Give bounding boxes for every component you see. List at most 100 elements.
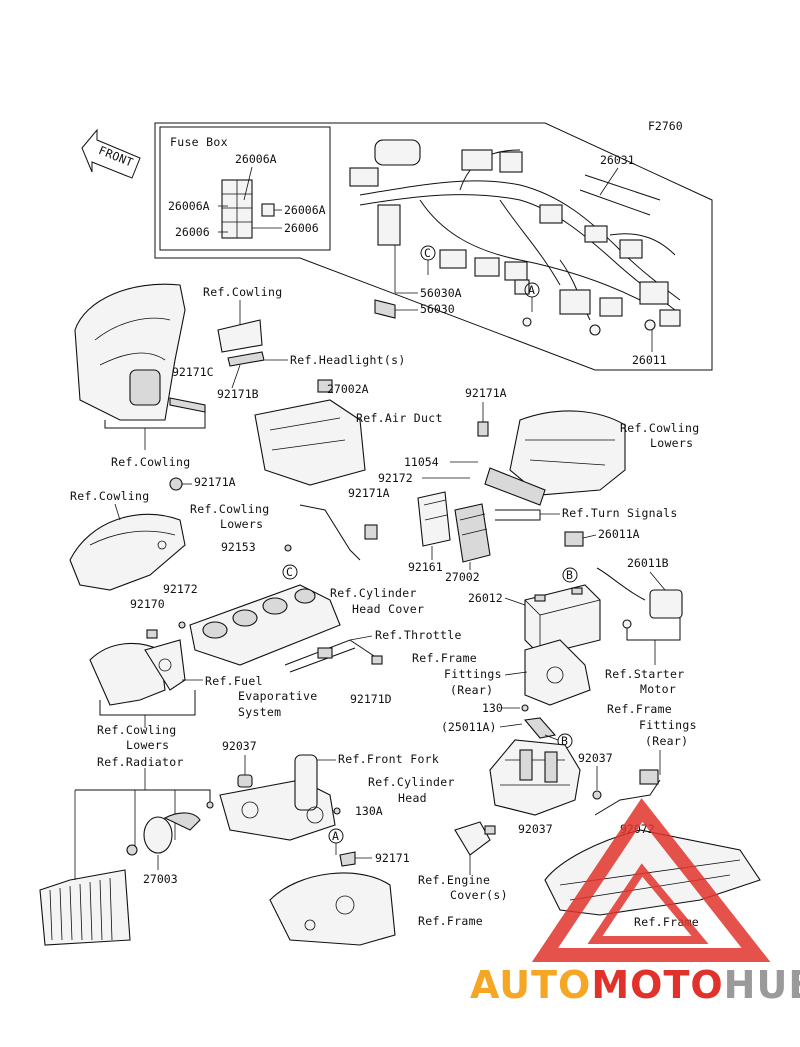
- bolt-130A: [333, 807, 341, 815]
- part-92171: 92171: [375, 851, 410, 865]
- part-25011A: (25011A): [441, 720, 496, 734]
- bolt-92153: [284, 544, 292, 552]
- nut-92170: [146, 629, 158, 639]
- ref-cowling-top: Ref.Cowling: [203, 285, 282, 299]
- ref-throttle: Ref.Throttle: [375, 628, 462, 642]
- ref-cowling-lowers-2b: Lowers: [220, 517, 263, 531]
- callout-c-top: C: [420, 245, 436, 261]
- relay-26011A: [564, 531, 584, 547]
- part-56030A: 56030A: [420, 286, 462, 300]
- bracket-92171A-mid: [299, 504, 378, 561]
- part-26006A-top: 26006A: [235, 152, 277, 166]
- front-arrow-icon: [81, 128, 141, 179]
- part-26006-right: 26006: [284, 221, 319, 235]
- part-26006A-right: 26006A: [284, 203, 326, 217]
- part-130: 130: [482, 701, 503, 715]
- ecu-27002: [454, 503, 491, 563]
- part-92171B: 92171B: [217, 387, 259, 401]
- callout-b-top: B: [562, 567, 578, 583]
- ref-frame-fittings-1c: (Rear): [450, 683, 493, 697]
- ref-frame-fittings-1a: Ref.Frame: [412, 651, 477, 665]
- part-56030: 56030: [420, 302, 455, 316]
- ecu-92161: [417, 491, 451, 547]
- ref-air-duct: Ref.Air Duct: [356, 411, 443, 425]
- steering-stem-part: [219, 754, 336, 841]
- ref-turn-signals: Ref.Turn Signals: [562, 506, 678, 520]
- grommet-92171A-left: [169, 477, 183, 491]
- part-92037-left: 92037: [222, 739, 257, 753]
- wiring-harness-frame: [154, 122, 713, 371]
- clip-92171: [339, 851, 356, 867]
- ref-frame-fittings-1b: Fittings: [444, 667, 502, 681]
- fuel-evap-bracket-part: [89, 639, 186, 706]
- ref-fuel-a: Ref.Fuel: [205, 674, 263, 688]
- watermark-text: AUTOMOTOHUB: [470, 963, 800, 1007]
- part-92171A-left: 92171A: [194, 475, 236, 489]
- ref-front-fork: Ref.Front Fork: [338, 752, 439, 766]
- fuse-box-part: [221, 179, 275, 239]
- ref-cowling-mid: Ref.Cowling: [111, 455, 190, 469]
- figure-code: F2760: [648, 119, 683, 133]
- ref-frame-fittings-2c: (Rear): [645, 734, 688, 748]
- ref-cowling-lowers-1a: Ref.Cowling: [620, 421, 699, 435]
- svg-text:C: C: [424, 246, 431, 260]
- cylinder-head-part: [489, 739, 581, 816]
- watermark-logo: [531, 798, 771, 962]
- svg-text:C: C: [286, 565, 293, 579]
- engine-cover-part: [454, 821, 496, 856]
- ref-headlight: Ref.Headlight(s): [290, 353, 406, 367]
- ref-cowling-lowers-3b: Lowers: [126, 738, 169, 752]
- ref-cyl-head-b: Head: [398, 791, 427, 805]
- part-26011: 26011: [632, 353, 667, 367]
- part-11054: 11054: [404, 455, 439, 469]
- battery-26012: [524, 584, 601, 656]
- part-130A: 130A: [355, 804, 383, 818]
- svg-text:B: B: [561, 734, 568, 748]
- radiator-part: [39, 869, 131, 946]
- callout-a-top: A: [524, 282, 540, 298]
- part-26011B: 26011B: [627, 556, 669, 570]
- part-26011A: 26011A: [598, 527, 640, 541]
- ref-cowling-lowers-3a: Ref.Cowling: [97, 723, 176, 737]
- grommet-92037-left: [237, 774, 253, 788]
- svg-text:B: B: [566, 568, 573, 582]
- part-92037-bottom: 92037: [518, 822, 553, 836]
- ref-fuel-b: Evaporative: [238, 689, 317, 703]
- ref-starter-b: Motor: [640, 682, 676, 696]
- ref-cyl-head-a: Ref.Cylinder: [368, 775, 455, 789]
- cylinder-head-cover-part: [189, 584, 341, 666]
- part-92172-mid: 92172: [378, 471, 413, 485]
- part-92161: 92161: [408, 560, 443, 574]
- callout-c-mid: C: [282, 564, 298, 580]
- fuse-box-frame: [159, 126, 331, 251]
- ref-cowling-left: Ref.Cowling: [70, 489, 149, 503]
- bracket-92171C: [169, 397, 206, 413]
- ref-frame-fittings-2a: Ref.Frame: [607, 702, 672, 716]
- wiring-harness-part: [349, 139, 681, 336]
- front-label: FRONT: [97, 143, 136, 170]
- ref-engine-cover-b: Cover(s): [450, 888, 508, 902]
- ref-cowling-lowers-1b: Lowers: [650, 436, 693, 450]
- svg-text:A: A: [528, 283, 535, 297]
- part-92171C: 92171C: [172, 365, 214, 379]
- part-26031: 26031: [600, 153, 635, 167]
- ref-frame-bottom: Ref.Frame: [418, 914, 483, 928]
- callout-a-bottom: A: [328, 828, 344, 844]
- bracket-25011A: [523, 717, 557, 739]
- air-duct-part: [254, 379, 366, 486]
- side-cowling-part: [69, 513, 186, 591]
- part-92170: 92170: [130, 597, 165, 611]
- bolt-92172-left: [178, 621, 186, 629]
- ref-starter-a: Ref.Starter: [605, 667, 684, 681]
- bolt-130: [521, 704, 529, 712]
- lower-cowling-inner-part: [484, 410, 626, 506]
- frame-fittings-rear-part: [524, 639, 591, 706]
- part-92171A-top: 92171A: [465, 386, 507, 400]
- ref-engine-cover-a: Ref.Engine: [418, 873, 490, 887]
- part-92037-right: 92037: [578, 751, 613, 765]
- ref-cyl-head-cover-a: Ref.Cylinder: [330, 586, 417, 600]
- grommet-92037-right: [592, 790, 602, 800]
- part-92171D: 92171D: [350, 692, 392, 706]
